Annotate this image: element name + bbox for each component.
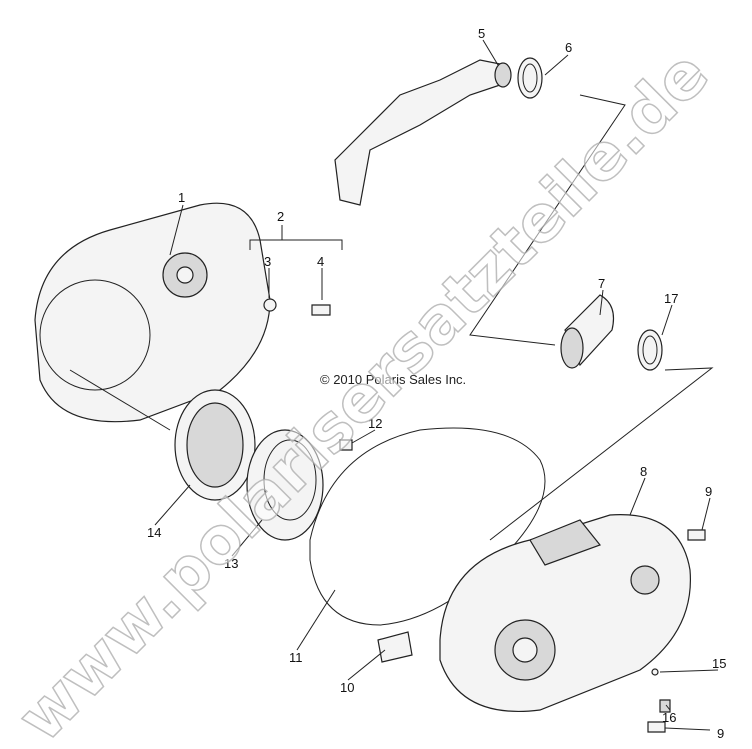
bolt-4 [311, 304, 331, 316]
callout-13: 13 [224, 556, 238, 571]
bolt-9-bottom [647, 721, 666, 733]
plate-13 [246, 429, 324, 541]
plug-16 [659, 699, 671, 713]
leader-lines [69, 39, 719, 731]
callout-6: 6 [565, 40, 572, 55]
callout-1: 1 [178, 190, 185, 205]
callout-16: 16 [662, 710, 676, 725]
bolt-9-top [687, 529, 706, 541]
seal-14 [174, 389, 256, 501]
callout-7: 7 [598, 276, 605, 291]
callout-12: 12 [368, 416, 382, 431]
callout-5: 5 [478, 26, 485, 41]
callout-15: 15 [712, 656, 726, 671]
callout-2: 2 [277, 209, 284, 224]
outer-clutch-cover [439, 514, 692, 712]
callout-4: 4 [317, 254, 324, 269]
callout-10: 10 [340, 680, 354, 695]
copyright-notice: © 2010 Polaris Sales Inc. [320, 372, 466, 387]
callout-14: 14 [147, 525, 161, 540]
duct-coupler-7 [560, 294, 615, 369]
callout-9-top: 9 [705, 484, 712, 499]
hose-clamp-6 [517, 57, 543, 99]
callout-11: 11 [289, 650, 303, 665]
hose-clamp-17 [637, 329, 663, 371]
callout-9-bottom: 9 [717, 726, 724, 741]
inner-clutch-cover [34, 202, 271, 423]
decal-10 [377, 631, 413, 663]
callout-3: 3 [264, 254, 271, 269]
callout-17: 17 [664, 291, 678, 306]
callout-8: 8 [640, 464, 647, 479]
drive-belt [309, 427, 546, 626]
o-ring-15 [651, 668, 659, 676]
air-duct [334, 59, 512, 206]
bolt-12 [339, 439, 353, 451]
washer-3 [263, 298, 277, 312]
